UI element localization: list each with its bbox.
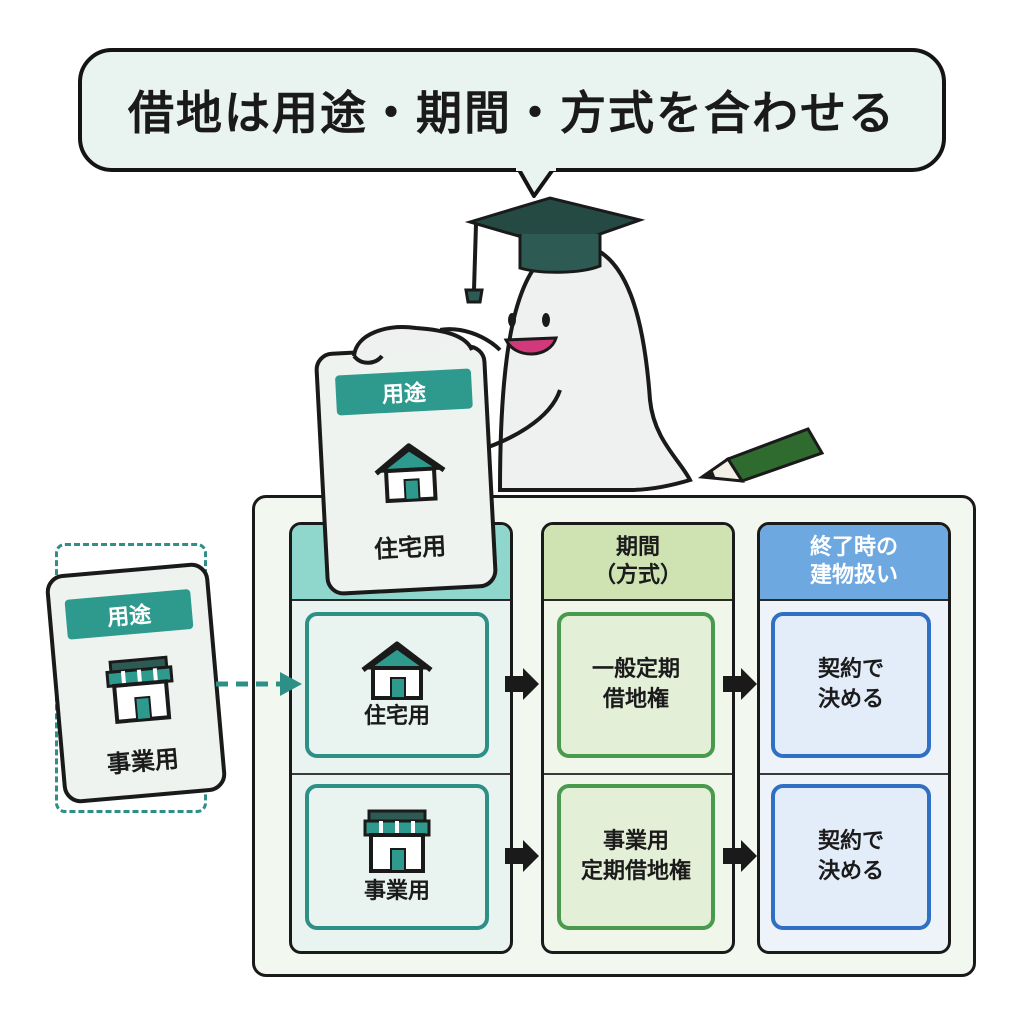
pencil-icon <box>698 427 825 483</box>
title-bubble: 借地は用途・期間・方式を合わせる <box>78 48 946 172</box>
arrow-right-icon <box>723 668 757 700</box>
side-card-tag: 用途 <box>64 588 194 640</box>
row-divider <box>760 773 948 775</box>
dashed-arrow-icon <box>216 672 302 696</box>
ghost-mascot-icon <box>440 196 693 492</box>
arrow-right-icon <box>505 668 539 700</box>
held-card-label: 住宅用 <box>373 532 447 564</box>
side-use-card[interactable]: 用途 事業用 <box>44 561 228 805</box>
row-divider <box>292 773 510 775</box>
bubble-tail <box>516 166 556 198</box>
arrow-right-icon <box>505 840 539 872</box>
column-term-header: 期間 （方式） <box>544 525 732 601</box>
row2-term-cell: 事業用 定期借地権 <box>557 784 715 930</box>
lease-table-board: 期間 （方式） 終了時の 建物扱い 住宅用 一般定期 借地権 契約で 決める <box>252 495 976 977</box>
house-icon <box>361 641 433 700</box>
house-icon <box>374 443 446 504</box>
shop-icon <box>105 655 174 724</box>
row1-use-cell: 住宅用 <box>305 612 489 758</box>
row1-end-cell: 契約で 決める <box>771 612 931 758</box>
column-end-header: 終了時の 建物扱い <box>760 525 948 601</box>
held-use-card[interactable]: 用途 住宅用 <box>313 343 499 597</box>
ghost-hand-icon <box>352 325 474 365</box>
arrow-right-icon <box>723 840 757 872</box>
row-divider <box>544 773 732 775</box>
row2-end-cell: 契約で 決める <box>771 784 931 930</box>
diagram-title: 借地は用途・期間・方式を合わせる <box>128 86 896 140</box>
row2-use-cell: 事業用 <box>305 784 489 930</box>
side-card-label: 事業用 <box>105 744 180 779</box>
shop-icon <box>363 809 431 873</box>
row1-term-cell: 一般定期 借地権 <box>557 612 715 758</box>
